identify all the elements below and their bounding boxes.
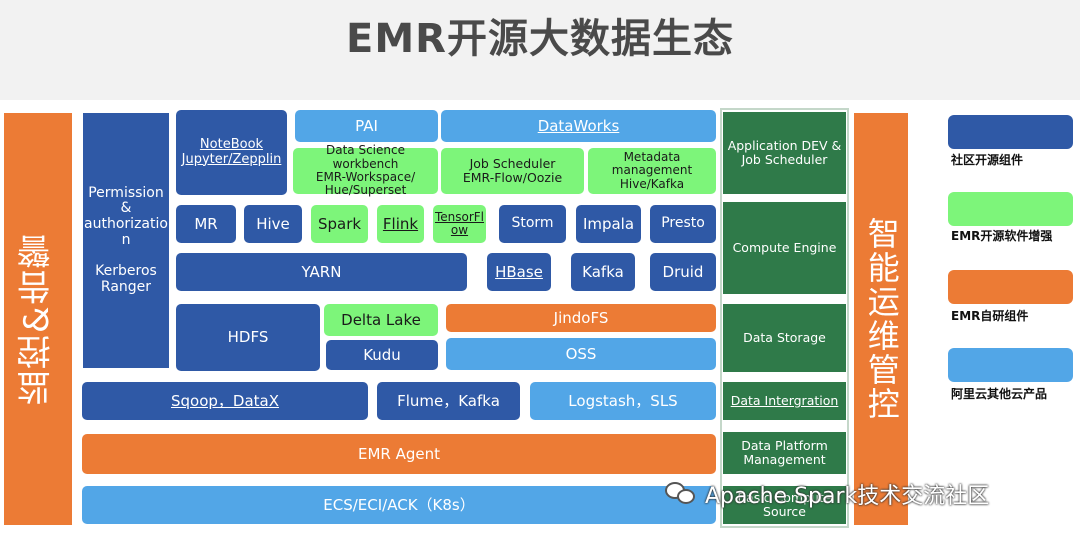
application-dev-box: Application DEV & Job Scheduler bbox=[723, 112, 846, 194]
sidebar-frame bbox=[720, 108, 849, 528]
compute-engine-box: Compute Engine bbox=[723, 202, 846, 294]
watermark-text: Apache Spark技术交流社区 bbox=[705, 484, 990, 509]
flink-box: Flink bbox=[377, 205, 424, 243]
legend-swatch-enhanced bbox=[948, 192, 1073, 226]
spark-box: Spark bbox=[311, 205, 368, 243]
metadata-management-box: Metadata management Hive/Kafka bbox=[588, 148, 716, 194]
hive-box: Hive bbox=[244, 205, 302, 243]
legend-label-community: 社区开源组件 bbox=[951, 153, 1024, 167]
logstash-sls-box: Logstash，SLS bbox=[530, 382, 716, 420]
kudu-box: Kudu bbox=[326, 340, 438, 370]
legend-swatch-emr bbox=[948, 270, 1073, 304]
data-platform-box: Data Platform Management bbox=[723, 432, 846, 474]
permission-box: Permission & authorizatio n Kerberos Ran… bbox=[83, 113, 169, 368]
hdfs-box: HDFS bbox=[176, 304, 320, 371]
monitoring-alerting-box: 监控&告警 bbox=[4, 113, 72, 525]
legend-label-emr: EMR自研组件 bbox=[951, 309, 1029, 323]
watermark: Apache Spark技术交流社区 bbox=[665, 478, 989, 510]
data-integration-box: Data Intergration bbox=[723, 382, 846, 420]
presto-box: Presto bbox=[650, 205, 716, 243]
dataworks-box: DataWorks bbox=[441, 110, 716, 142]
pai-box: PAI bbox=[295, 110, 438, 142]
ecs-eci-ack-box: ECS/ECI/ACK（K8s） bbox=[82, 486, 716, 524]
mr-box: MR bbox=[176, 205, 236, 243]
intelligent-ops-box: 智能运维管控 bbox=[854, 113, 908, 525]
title-bar bbox=[0, 0, 1080, 100]
wechat-icon bbox=[665, 480, 697, 508]
legend-swatch-community bbox=[948, 115, 1073, 149]
basic-compute-box: Basic Compute Source bbox=[723, 486, 846, 524]
legend-swatch-aliyun bbox=[948, 348, 1073, 382]
job-scheduler-box: Job Scheduler EMR-Flow/Oozie bbox=[441, 148, 584, 194]
impala-box: Impala bbox=[576, 205, 641, 243]
oss-box: OSS bbox=[446, 338, 716, 370]
data-science-workbench-box: Data Science workbench EMR-Workspace/ Hu… bbox=[293, 143, 438, 197]
emr-agent-box: EMR Agent bbox=[82, 434, 716, 474]
data-storage-box: Data Storage bbox=[723, 304, 846, 372]
jindofs-box: JindoFS bbox=[446, 304, 716, 332]
storm-box: Storm bbox=[499, 205, 566, 243]
legend-label-aliyun: 阿里云其他云产品 bbox=[951, 387, 1048, 401]
hbase-box: HBase bbox=[487, 253, 551, 291]
page-title: EMR开源大数据生态 bbox=[346, 16, 734, 62]
flume-kafka-box: Flume，Kafka bbox=[377, 382, 520, 420]
yarn-box: YARN bbox=[176, 253, 467, 291]
sqoop-datax-box: Sqoop，DataX bbox=[82, 382, 368, 420]
legend-label-enhanced: EMR开源软件增强 bbox=[951, 229, 1053, 243]
druid-box: Druid bbox=[650, 253, 716, 291]
delta-lake-box: Delta Lake bbox=[324, 304, 438, 336]
kafka-box: Kafka bbox=[571, 253, 635, 291]
tensorflow-box: TensorFl ow bbox=[433, 205, 486, 243]
notebook-box: NoteBook Jupyter/Zepplin bbox=[176, 110, 287, 195]
